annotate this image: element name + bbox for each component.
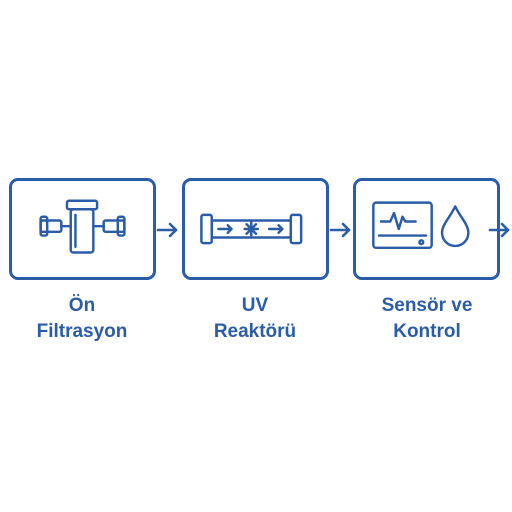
arrow-right-icon bbox=[156, 222, 178, 238]
step-label-line: Reaktörü bbox=[213, 321, 297, 342]
step-box-sensor-control bbox=[353, 178, 500, 280]
step-label-line: Sensör ve bbox=[381, 295, 473, 316]
monitor-droplet-icon bbox=[372, 201, 470, 250]
step-label-uv-reactor: UV Reaktörü bbox=[170, 293, 340, 345]
step-label-line: UV bbox=[241, 295, 269, 316]
step-label-sensor-control: Sensör ve Kontrol bbox=[342, 293, 512, 345]
step-label-line: Filtrasyon bbox=[36, 321, 128, 342]
uv-reactor-icon bbox=[200, 213, 303, 245]
arrow-right-icon bbox=[488, 222, 510, 238]
step-label-line: Kontrol bbox=[393, 321, 461, 342]
arrow-right-icon bbox=[329, 222, 351, 238]
step-label-line: Ön bbox=[68, 295, 96, 316]
step-box-uv-reactor bbox=[182, 178, 329, 280]
step-box-pre-filtration bbox=[9, 178, 156, 280]
pipe-filter-icon bbox=[39, 199, 126, 254]
step-label-pre-filtration: Ön Filtrasyon bbox=[0, 293, 167, 345]
